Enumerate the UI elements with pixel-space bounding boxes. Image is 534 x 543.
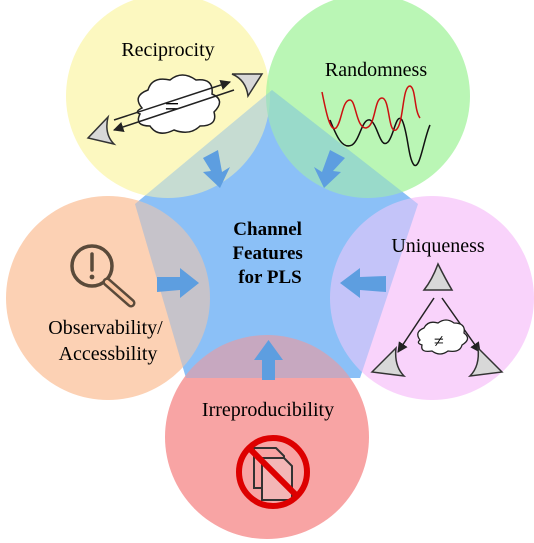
random-signal-red: [321, 85, 421, 131]
center-line-2: Features: [232, 243, 302, 264]
circle-randomness: [266, 0, 470, 198]
circle-uniqueness: [330, 196, 534, 400]
antenna-right-icon: [231, 73, 264, 99]
magnifier-handle-inner: [105, 280, 133, 305]
unique-links-icon: ≠: [370, 262, 504, 378]
small-cloud-shape: [417, 319, 469, 355]
center-line-1: Channel: [233, 219, 302, 240]
arrow-to-left-antenna: [113, 89, 235, 132]
arrow-from-uniqueness: [340, 268, 386, 298]
label-observability-line-1: Observability/: [48, 317, 163, 339]
label-uniqueness: Uniqueness: [391, 235, 485, 257]
arrow-from-randomness: [314, 150, 345, 188]
arrow-from-reciprocity: [203, 150, 230, 188]
arrow-to-right-antenna: [113, 79, 231, 121]
prohibition-circle: [236, 435, 310, 509]
exclamation-dot: [89, 274, 95, 280]
inward-arrows: [157, 150, 386, 380]
reciprocal-link-icon: =: [86, 73, 264, 146]
random-signal-icon: [321, 85, 431, 166]
label-reciprocity: Reciprocity: [121, 39, 214, 61]
magnifier-lens: [70, 244, 114, 288]
prohibition-slash: [246, 445, 300, 499]
center-line-3: for PLS: [238, 267, 302, 288]
antenna-top-icon: [422, 262, 454, 291]
label-observability: Observability/ Accessbility: [48, 317, 167, 365]
antenna-left-icon: [86, 114, 117, 146]
antenna-bottom-right-icon: [467, 345, 504, 378]
arrow-from-irreproducibility: [254, 340, 283, 380]
label-observability-line-2: Accessbility: [59, 343, 158, 365]
cloud-shape: [136, 74, 221, 134]
center-title: Channel Features for PLS: [232, 219, 307, 288]
equal-sign: =: [165, 92, 180, 121]
antenna-bottom-left-icon: [370, 345, 407, 378]
circle-observability: [6, 196, 210, 400]
inspect-icon: [70, 244, 136, 308]
arrow-from-observability: [157, 268, 199, 298]
label-randomness: Randomness: [325, 59, 427, 81]
random-signal-black: [329, 117, 431, 166]
label-irreproducibility: Irreproducibility: [202, 399, 334, 421]
arrow-to-bottom-left: [397, 297, 435, 353]
no-copy-icon: [236, 435, 310, 509]
not-equal-sign: ≠: [434, 331, 444, 351]
